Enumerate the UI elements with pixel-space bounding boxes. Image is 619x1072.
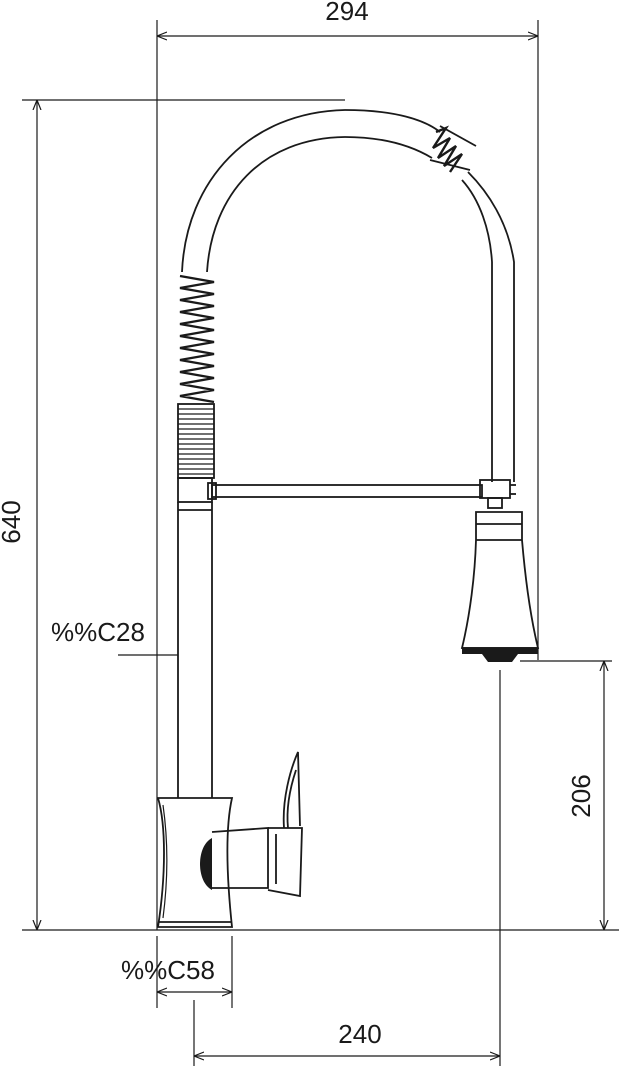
- spring-coil: [179, 274, 215, 404]
- upper-coil: [429, 125, 477, 173]
- dimension-total-width: 294: [156, 0, 539, 930]
- support-bar: [207, 482, 483, 500]
- dimension-spout-height: 206: [520, 660, 612, 930]
- dimension-body-diameter: %%C28: [51, 617, 178, 656]
- lever-handle: [200, 751, 303, 898]
- dimension-total-height-label: 640: [0, 500, 26, 543]
- dimension-base-diameter-label: %%C58: [121, 955, 215, 985]
- corrugated-hose: [177, 403, 215, 479]
- faucet: [156, 109, 540, 928]
- dimension-spout-height-label: 206: [566, 774, 596, 817]
- mixer-body: [156, 797, 234, 928]
- arched-hose: [181, 109, 515, 482]
- dimension-total-width-label: 294: [325, 0, 368, 26]
- dimension-body-diameter-label: %%C28: [51, 617, 145, 647]
- body-column: [177, 477, 213, 798]
- dimension-total-height: 640: [0, 99, 619, 931]
- spray-holder: [479, 479, 516, 509]
- spray-head: [460, 511, 540, 662]
- dimension-reach-label: 240: [338, 1019, 381, 1049]
- dimension-reach: 240: [193, 670, 501, 1066]
- dimension-base-diameter: %%C58: [121, 936, 233, 1008]
